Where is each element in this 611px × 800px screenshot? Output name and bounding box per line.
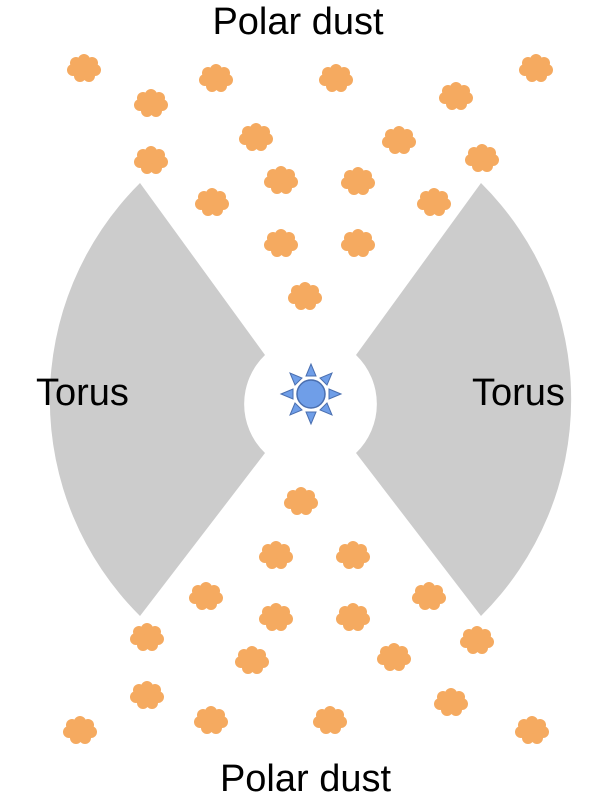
torus-left-shape xyxy=(49,183,265,616)
dust-cloud-icon xyxy=(189,582,223,610)
dust-cloud-icon xyxy=(336,541,370,569)
dust-cloud-icon xyxy=(67,54,101,82)
dust-cloud-icon xyxy=(288,282,322,310)
dust-cloud-icon xyxy=(382,126,416,154)
dust-cloud-icon xyxy=(313,706,347,734)
dust-cloud-icon xyxy=(439,82,473,110)
dust-cloud-icon xyxy=(465,144,499,172)
dust-cloud-icon xyxy=(460,626,494,654)
torus-left-label: Torus xyxy=(36,372,129,414)
torus-right-label: Torus xyxy=(472,372,565,414)
dust-cloud-icon xyxy=(134,89,168,117)
dust-cloud-icon xyxy=(336,603,370,631)
dust-cloud-icon xyxy=(199,64,233,92)
dust-cloud-icon xyxy=(434,688,468,716)
dust-cloud-icon xyxy=(235,646,269,674)
dust-cloud-icon xyxy=(194,706,228,734)
dust-cloud-icon xyxy=(134,146,168,174)
dust-cloud-icon xyxy=(130,623,164,651)
dust-cloud-icon xyxy=(341,167,375,195)
star-icon xyxy=(279,362,343,426)
dust-cloud-icon xyxy=(377,643,411,671)
dust-cloud-icon xyxy=(264,229,298,257)
dust-cloud-icon xyxy=(63,716,97,744)
dust-cloud-icon xyxy=(417,188,451,216)
polar-dust-bottom-label: Polar dust xyxy=(219,758,392,800)
dust-cloud-icon xyxy=(412,582,446,610)
dust-cloud-icon xyxy=(515,716,549,744)
dust-cloud-icon xyxy=(341,229,375,257)
dust-cloud-icon xyxy=(259,603,293,631)
torus-right-shape xyxy=(356,183,572,616)
dust-cloud-icon xyxy=(519,54,553,82)
dust-cloud-icon xyxy=(319,64,353,92)
dust-cloud-icon xyxy=(239,123,273,151)
dust-cloud-icon xyxy=(259,541,293,569)
polar-dust-top-label: Polar dust xyxy=(212,1,384,43)
dust-cloud-icon xyxy=(130,681,164,709)
dust-cloud-icon xyxy=(284,487,318,515)
dust-cloud-icon xyxy=(195,188,229,216)
dust-cloud-icon xyxy=(264,166,298,194)
